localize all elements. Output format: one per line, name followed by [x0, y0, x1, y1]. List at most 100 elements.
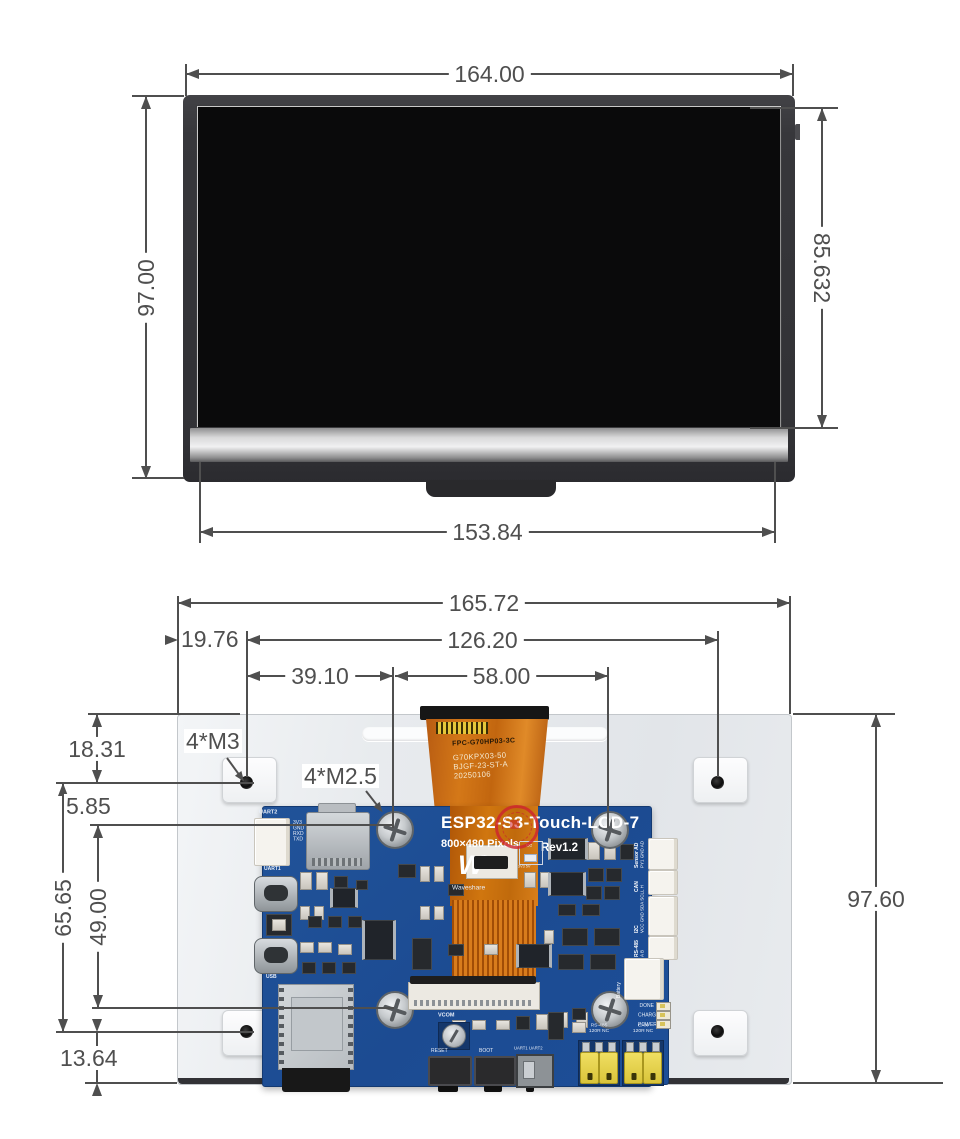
extension-line	[793, 713, 895, 715]
smd-component	[558, 954, 584, 970]
rs485-jumper-label: RS-485 120R NC	[588, 1022, 610, 1033]
dim-label: 164.00	[448, 62, 531, 86]
can-connector	[648, 870, 678, 895]
extension-line	[717, 631, 719, 777]
smd-component	[536, 1014, 548, 1030]
dim-label: 58.00	[466, 664, 537, 688]
m2_5-screw	[591, 991, 629, 1029]
smd-component	[348, 916, 362, 928]
smd-component	[420, 866, 430, 882]
smd-component	[448, 884, 464, 896]
arrow-right-icon	[380, 671, 393, 681]
extension-line	[177, 596, 179, 714]
dim-label: 126.20	[441, 628, 524, 652]
pcb-revision: Rev1.2	[541, 842, 579, 854]
dim-back-hole-to-screw: 5.85	[64, 793, 113, 819]
uart2-pin-labels: 3V3 GND RXD TXD	[293, 820, 305, 842]
smd-component	[434, 906, 444, 920]
usbc-slot-icon	[264, 885, 288, 901]
arrow-right-icon	[705, 635, 718, 645]
jumper-pin	[608, 1042, 616, 1052]
smd-component	[586, 886, 602, 900]
dim-label: 85.632	[809, 226, 835, 310]
extension-line	[789, 596, 791, 714]
arrow-down-icon	[93, 995, 103, 1008]
uart-slide-switch	[516, 1054, 554, 1088]
extension-line	[774, 462, 776, 543]
smd-component	[362, 920, 396, 960]
fpc-cable-traces	[452, 900, 536, 986]
arrow-up-icon	[141, 96, 151, 109]
smd-component	[448, 944, 464, 956]
dim-back-hole-span-height: 65.65	[50, 783, 76, 1032]
done-led	[656, 1002, 671, 1011]
i2c-switch-pins: 3V3 5V	[518, 864, 531, 869]
smd-component	[472, 1020, 486, 1030]
dim-front-total-height: 97.00	[133, 96, 159, 479]
uart1-label: UART1	[264, 866, 281, 872]
smd-component	[572, 1008, 586, 1020]
smd-component	[582, 904, 600, 916]
waveshare-brand: Waveshare	[452, 884, 486, 892]
smd-component	[300, 942, 314, 953]
dim-label: 49.00	[85, 881, 111, 952]
dim-label: 97.00	[133, 252, 159, 323]
smd-component	[302, 962, 316, 974]
extension-line	[90, 824, 394, 826]
arrow-up-icon	[92, 714, 102, 727]
smd-component	[548, 838, 588, 860]
dim-label: 97.60	[841, 886, 911, 911]
vcom-label: VCOM	[438, 1012, 455, 1019]
extension-line	[85, 1082, 177, 1084]
castellation-icon	[348, 988, 353, 1066]
esp32-s3-module	[278, 984, 354, 1070]
extension-line	[92, 1007, 394, 1009]
smd-component	[572, 1022, 586, 1033]
display-screen	[196, 105, 782, 428]
label-mount-holes: 4*M3	[184, 728, 242, 754]
side-button-knob	[272, 919, 286, 931]
dim-label: 39.10	[285, 664, 355, 688]
power-led	[656, 1020, 671, 1029]
smd-component	[604, 886, 620, 900]
switch-knob-icon	[523, 1061, 535, 1079]
smd-component	[548, 1012, 564, 1040]
jumper-cap	[624, 1052, 643, 1084]
smd-component	[308, 916, 322, 928]
display-stand-tab	[426, 480, 556, 497]
module-shield	[291, 997, 343, 1051]
extension-line	[793, 1082, 943, 1084]
castellation-icon	[279, 988, 284, 1066]
arrow-right-icon	[777, 598, 790, 608]
uart2-label: UART2	[259, 809, 278, 816]
m2_5-screw	[376, 991, 414, 1029]
extension-line	[607, 667, 609, 828]
ffc-pins	[414, 1000, 532, 1006]
fpc-stiffener	[420, 706, 549, 720]
smd-component	[322, 962, 336, 974]
smd-component	[516, 1016, 530, 1030]
dim-front-bottom-width: 153.84	[200, 520, 775, 544]
uart1-usbc-port	[254, 876, 298, 912]
sensor-ad-connector	[648, 838, 678, 870]
smd-component	[434, 866, 444, 882]
arrow-up-icon	[871, 714, 881, 727]
vcom-potentiometer	[442, 1024, 466, 1048]
fpc-text: FPC-G70HP03-3C G70KPX03-50 BJGF-23-ST-A …	[452, 737, 517, 782]
smd-component	[338, 944, 352, 955]
smd-component	[300, 872, 312, 890]
smd-component	[484, 944, 498, 955]
dim-label: 165.72	[442, 591, 526, 615]
smd-component	[562, 928, 588, 946]
smd-component	[334, 876, 348, 888]
i2c-label: I2C VCC GND SDA SCL	[634, 891, 645, 933]
extension-line	[392, 667, 394, 828]
dim-back-screw-span-height: 49.00	[85, 825, 111, 1008]
dim-label: 13.64	[58, 1045, 120, 1071]
sensor-ad-label: Sensor AD PY1 GND AD	[634, 840, 645, 868]
dim-label: 18.31	[62, 736, 132, 761]
smd-component	[330, 888, 358, 908]
arrow-left-icon	[247, 671, 260, 681]
smd-component	[588, 868, 604, 882]
